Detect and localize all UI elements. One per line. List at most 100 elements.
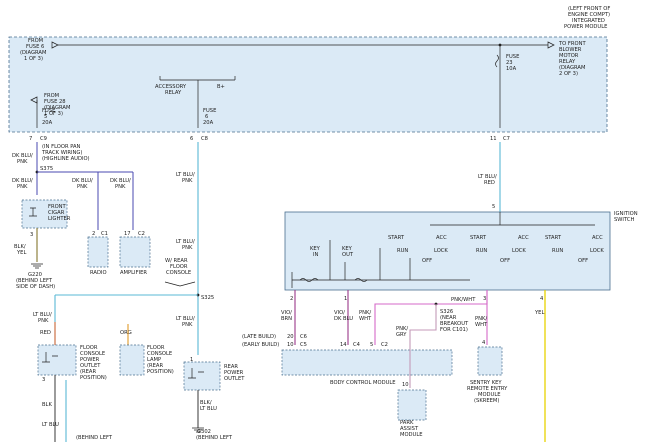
svg-text:FRONT: FRONT	[48, 204, 67, 210]
rear-outlet-icon	[188, 368, 204, 379]
svg-text:BLOWER: BLOWER	[559, 47, 582, 53]
ignition-switch-label: IGNITION SWITCH	[614, 211, 638, 223]
org-wire-label: ORG	[120, 330, 132, 336]
skreem-module-box	[477, 346, 503, 376]
from-fuse6-connector-icon	[51, 41, 59, 49]
to-blower-connector-icon	[547, 41, 555, 49]
svg-text:(DIAGRAM: (DIAGRAM	[44, 105, 70, 111]
svg-text:FROM: FROM	[28, 38, 43, 44]
acc-label-2: ACC	[518, 235, 529, 241]
in-floor-pan-label: (IN FLOOR PAN TRACK WIRING) (HIGHLINE AU…	[41, 144, 90, 162]
pnk-gry-label: PNK/ GRY	[396, 326, 408, 338]
s325-label: S325	[201, 295, 214, 301]
amplifier-label: AMPLIFIER	[120, 270, 147, 276]
svg-text:KEY: KEY	[310, 246, 321, 252]
svg-text:OUTLET: OUTLET	[80, 363, 101, 369]
svg-text:(IN FLOOR PAN: (IN FLOOR PAN	[42, 144, 81, 150]
vio-dk-blu-label: VIO/ DK BLU	[334, 310, 353, 322]
svg-text:FUSE: FUSE	[42, 108, 55, 114]
svg-text:ENGINE COMPT): ENGINE COMPT)	[568, 12, 610, 18]
fcpo-pin-3: 3	[42, 377, 45, 383]
g302-label: G302 (BEHIND LEFT	[196, 429, 233, 441]
ipm-location-label: (LEFT FRONT OF ENGINE COMPT) INTEGRATED …	[564, 6, 610, 30]
svg-text:PNK: PNK	[182, 245, 193, 251]
svg-text:PNK: PNK	[182, 322, 193, 328]
svg-text:1 OF 3): 1 OF 3)	[44, 111, 63, 117]
svg-text:C9: C9	[40, 136, 47, 142]
radio-box	[87, 236, 109, 268]
c6-pin-label: 20 C6	[287, 334, 307, 340]
skreem-label: SENTRY KEY REMOTE ENTRY MODULE (SKREEM)	[467, 380, 508, 404]
ground-g302-icon	[192, 427, 204, 433]
key-out-label: KEY OUT	[342, 246, 354, 258]
start-label-2: START	[470, 235, 487, 241]
cigar-lighter-label: FRONT CIGAR LIGHTER	[48, 204, 71, 222]
svg-text:(DIAGRAM: (DIAGRAM	[20, 50, 46, 56]
svg-text:DK BLU: DK BLU	[334, 316, 353, 322]
svg-text:POWER MODULE: POWER MODULE	[564, 24, 607, 30]
svg-text:(BEHIND LEFT: (BEHIND LEFT	[16, 278, 53, 284]
svg-text:LT BLU/: LT BLU/	[176, 239, 195, 245]
svg-text:FLOOR: FLOOR	[170, 264, 188, 270]
c4-pin-label: 14 C4	[340, 342, 361, 348]
radio-label: RADIO	[90, 270, 107, 276]
blk-lt-blu-label: BLK/ LT BLU	[200, 400, 217, 412]
svg-text:PNK: PNK	[115, 184, 126, 190]
rear-power-outlet-label: REAR POWER OUTLET	[224, 364, 245, 382]
svg-text:PNK: PNK	[17, 159, 28, 165]
yel-label: YEL	[534, 310, 544, 316]
svg-text:KEY: KEY	[342, 246, 353, 252]
svg-text:(REAR: (REAR	[80, 369, 96, 375]
svg-text:6: 6	[205, 114, 208, 120]
svg-text:DK BLU/: DK BLU/	[110, 178, 131, 184]
behind-left-label-1: (BEHIND LEFT	[76, 435, 113, 441]
lt-blu-pnk-label-2: LT BLU/ PNK	[176, 239, 195, 251]
lt-blu-pnk-label-4: LT BLU/ PNK	[176, 316, 195, 328]
dk-blu-pnk-label-1: DK BLU/ PNK	[12, 153, 33, 165]
svg-text:7: 7	[29, 136, 32, 142]
svg-text:RELAY: RELAY	[165, 90, 182, 96]
acc-label-3: ACC	[592, 235, 603, 241]
svg-text:C2: C2	[138, 231, 145, 237]
svg-text:BLK/: BLK/	[14, 244, 26, 250]
svg-text:G302: G302	[197, 429, 211, 435]
amplifier-pin-label: 17 C2	[124, 231, 145, 237]
svg-text:5: 5	[44, 114, 47, 120]
svg-text:PNK: PNK	[182, 178, 193, 184]
blk-yel-label: BLK/ YEL	[14, 244, 26, 256]
svg-text:SENTRY KEY: SENTRY KEY	[470, 380, 502, 386]
ign-pin-4: 4	[540, 296, 544, 302]
bcm-label: BODY CONTROL MODULE	[330, 380, 396, 386]
svg-text:IN: IN	[313, 252, 319, 258]
svg-text:DK BLU/: DK BLU/	[72, 178, 93, 184]
lt-blu-pnk-label-3: LT BLU/ PNK	[33, 312, 52, 324]
pin-c9-label: 7 C9	[29, 136, 47, 142]
svg-text:WHT: WHT	[359, 316, 372, 322]
svg-text:TO FRONT: TO FRONT	[558, 41, 586, 47]
svg-text:POSITION): POSITION)	[80, 375, 107, 381]
svg-text:CONSOLE: CONSOLE	[147, 351, 172, 357]
svg-text:20: 20	[287, 334, 294, 340]
svg-text:OUT: OUT	[342, 252, 354, 258]
svg-text:17: 17	[124, 231, 131, 237]
fuse5-label: FUSE 5 20A	[42, 108, 55, 126]
to-front-blower-label: TO FRONT BLOWER MOTOR RELAY (DIAGRAM 2 O…	[558, 41, 586, 77]
svg-text:(DIAGRAM: (DIAGRAM	[559, 65, 585, 71]
ign-switch-contacts	[291, 240, 470, 288]
svg-text:C6: C6	[300, 334, 307, 340]
svg-text:REMOTE ENTRY: REMOTE ENTRY	[467, 386, 508, 392]
start-label-1: START	[388, 235, 405, 241]
svg-text:C2: C2	[381, 342, 388, 348]
svg-text:PNK: PNK	[77, 184, 88, 190]
svg-text:WHT: WHT	[475, 322, 488, 328]
svg-text:G220: G220	[28, 272, 42, 278]
start-label-3: START	[545, 235, 562, 241]
red-wire-label: RED	[40, 330, 51, 336]
svg-text:RED: RED	[484, 180, 495, 186]
svg-text:IGNITION: IGNITION	[614, 211, 638, 217]
svg-text:C7: C7	[503, 136, 510, 142]
svg-text:CONSOLE: CONSOLE	[166, 270, 191, 276]
ign-pin-3: 3	[483, 296, 486, 302]
svg-text:POSITION): POSITION)	[147, 369, 174, 375]
ign-pin-2: 2	[290, 296, 293, 302]
